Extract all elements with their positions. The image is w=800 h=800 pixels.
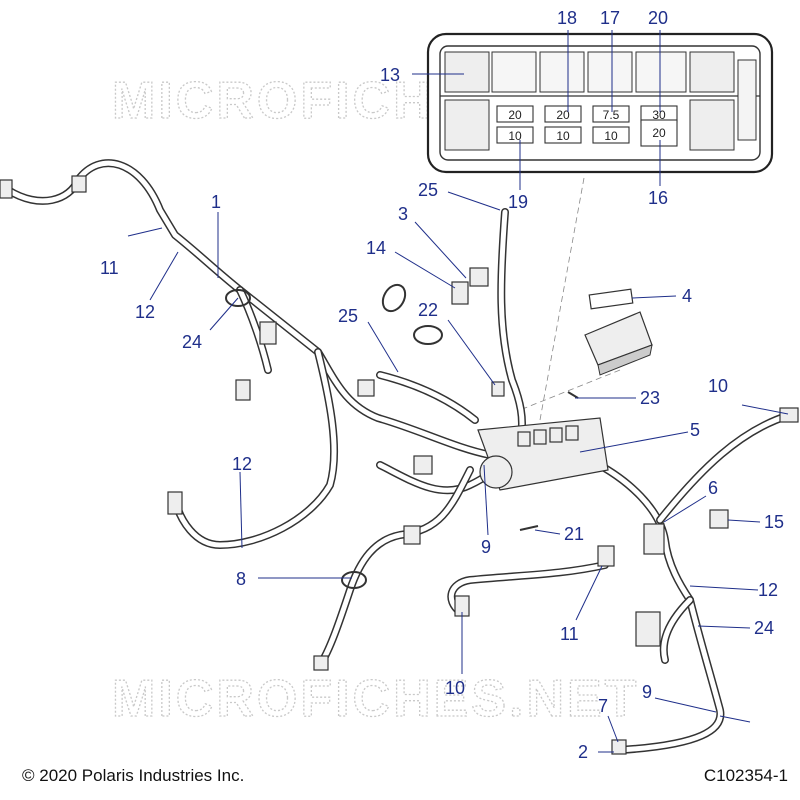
callout-9: 9 (642, 682, 652, 702)
fuse-top-1 (496, 105, 534, 123)
callout-17: 17 (600, 8, 620, 28)
fuse-bottom-4 (640, 119, 678, 147)
callout-12: 12 (232, 454, 252, 474)
watermark-bottom: MICROFICHES.NET (112, 670, 639, 728)
projection-line (519, 369, 621, 411)
callout-9: 9 (481, 537, 491, 557)
fuse-top-2 (544, 105, 582, 123)
callout-24: 24 (182, 332, 202, 352)
callout-5: 5 (690, 420, 700, 440)
connector-group (0, 175, 799, 755)
harness-wires (4, 159, 794, 754)
callout-8: 8 (236, 569, 246, 589)
callout-11: 11 (560, 624, 579, 644)
fuse-rating: 20 (556, 108, 570, 122)
fuse-rating: 20 (652, 126, 666, 140)
fuse-box-inset: 20 20 7.5 30 10 10 10 20 (426, 32, 774, 174)
callout-13: 13 (380, 65, 400, 85)
fuse-rating: 10 (556, 129, 570, 143)
fuse-rating: 20 (508, 108, 522, 122)
fuse-rating: 10 (508, 129, 522, 143)
leader-lines (127, 30, 789, 753)
fuse-rating: 30 (652, 108, 666, 122)
fuse-top-3 (592, 105, 630, 123)
fuse-box-cover (584, 311, 653, 376)
callout-1: 1 (211, 192, 221, 212)
callout-20: 20 (648, 8, 668, 28)
fuse-rating: 10 (604, 129, 618, 143)
callout-19: 19 (508, 192, 528, 212)
callout-labels: 1 11 12 24 12 8 3 14 25 25 19 22 4 23 5 … (100, 8, 784, 762)
callout-18: 18 (557, 8, 577, 28)
callout-12: 12 (758, 580, 778, 600)
projection-line (539, 177, 585, 421)
callout-10: 10 (708, 376, 728, 396)
callout-10: 10 (445, 678, 465, 698)
callout-24: 24 (754, 618, 774, 638)
loop-clamps (225, 283, 579, 589)
callout-7: 7 (598, 696, 608, 716)
callout-14: 14 (366, 238, 386, 258)
callout-15: 15 (764, 512, 784, 532)
callout-22: 22 (418, 300, 438, 320)
callout-21: 21 (564, 524, 584, 544)
callout-12: 12 (135, 302, 155, 322)
callout-16: 16 (648, 188, 668, 208)
fuse-bottom-1 (496, 126, 534, 144)
callout-25: 25 (338, 306, 358, 326)
callout-11: 11 (100, 258, 119, 278)
callout-23: 23 (640, 388, 660, 408)
callout-4: 4 (682, 286, 692, 306)
fuse-bottom-3 (592, 126, 630, 144)
copyright-text: © 2020 Polaris Industries Inc. (22, 766, 245, 785)
fuse-label-strip (588, 288, 634, 310)
fuse-relay-block (477, 417, 609, 491)
drawing-id: C102354-1 (703, 766, 788, 785)
callout-25: 25 (418, 180, 438, 200)
fuse-rating: 7.5 (603, 108, 620, 122)
callout-6: 6 (708, 478, 718, 498)
callout-3: 3 (398, 204, 408, 224)
fuse-bottom-2 (544, 126, 582, 144)
callout-2: 2 (578, 742, 588, 762)
